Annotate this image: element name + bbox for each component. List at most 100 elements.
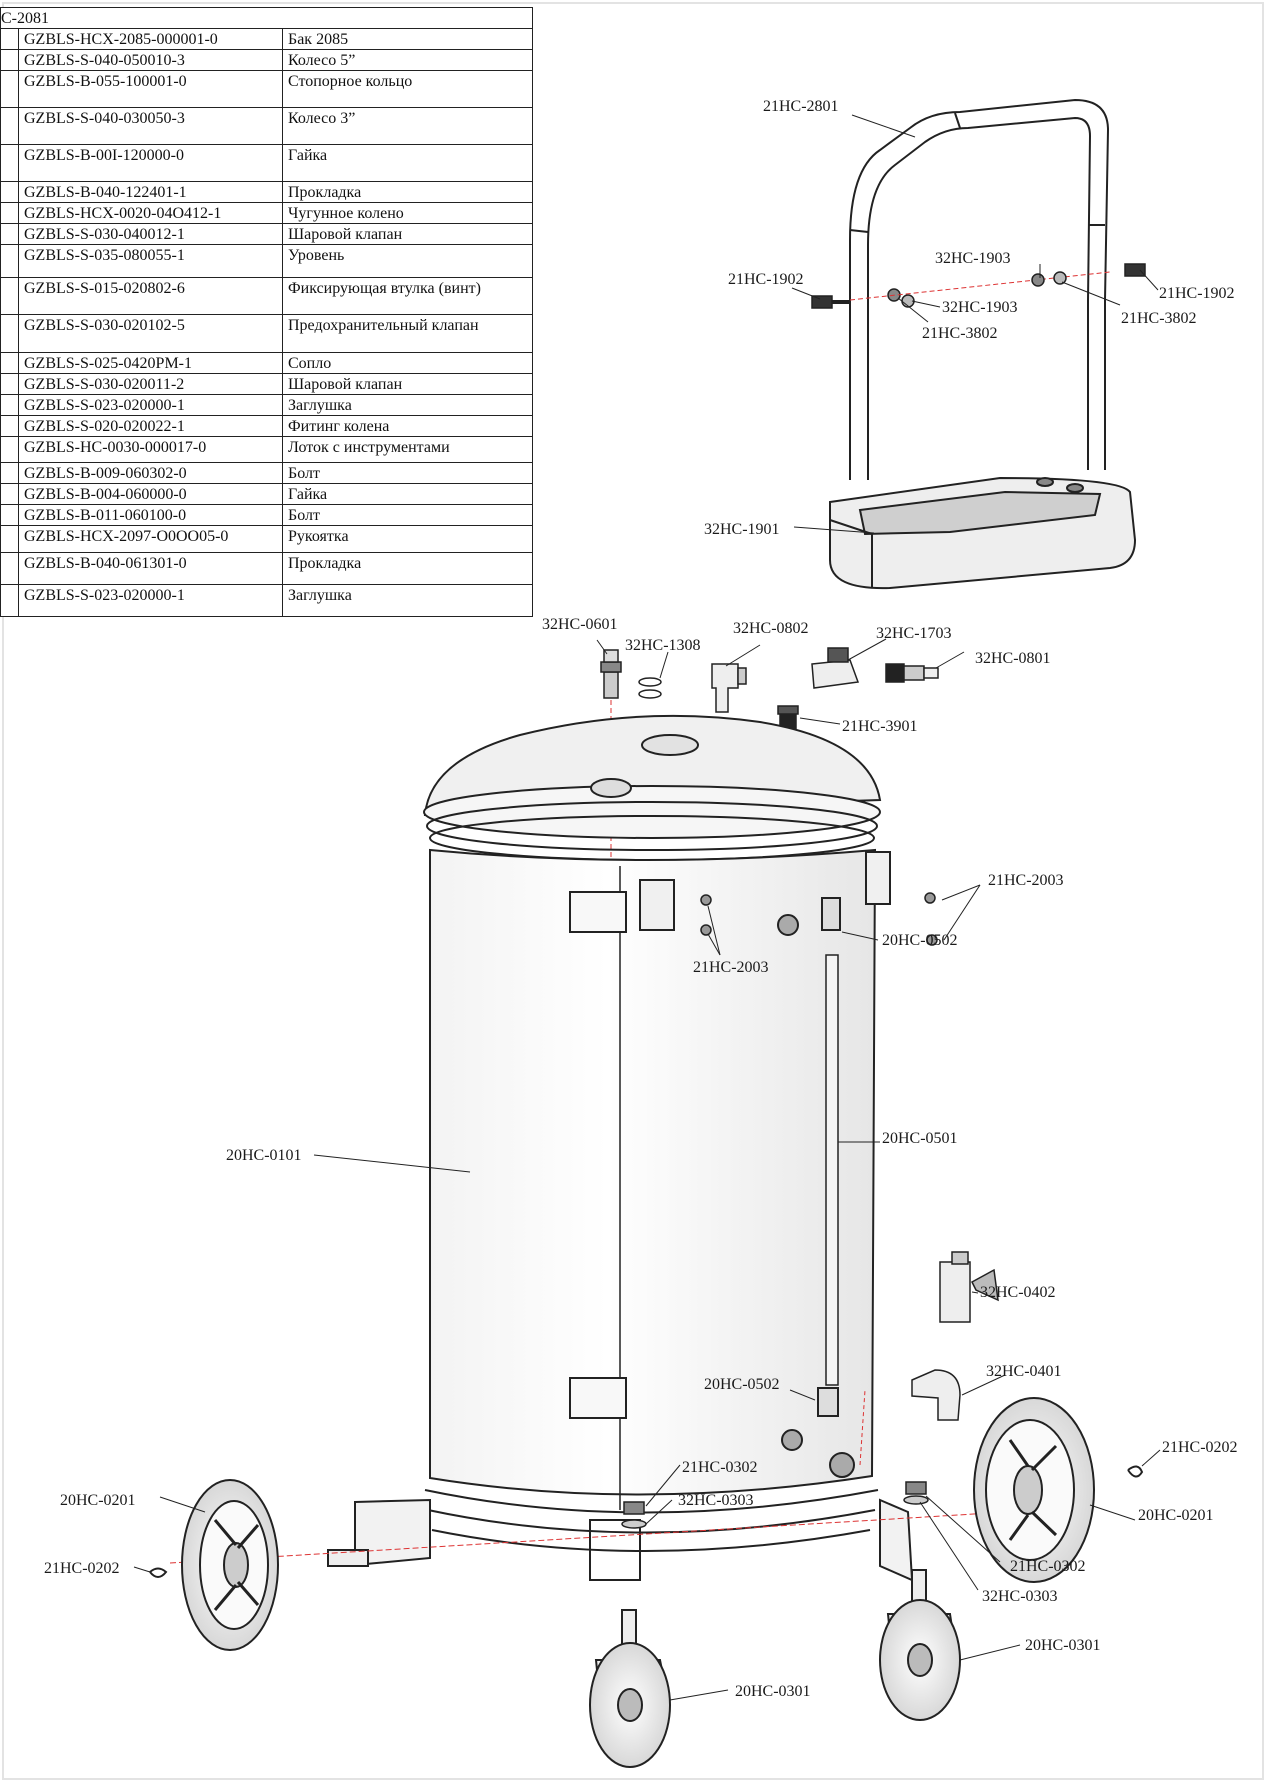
table-cell-code: GZBLS-B-040-061301-0 [18, 552, 283, 585]
table-cell-index [0, 181, 19, 203]
table-cell-index [0, 352, 19, 374]
callout-safety-valve: 32HC-0601 [542, 616, 618, 633]
wheel-left-drawing [149, 1479, 279, 1651]
table-cell-index [0, 483, 19, 505]
callout-leaders [133, 114, 1161, 1701]
callout-nut-left: 21HC-0302 [682, 1459, 758, 1476]
table-cell-code: GZBLS-S-020-020022-1 [18, 415, 283, 437]
table-cell-code: GZBLS-S-030-020011-2 [18, 373, 283, 395]
table-cell-name: Предохранительный клапан [282, 314, 533, 353]
callout-spacer-left: 21HC-3802 [922, 325, 998, 342]
table-cell-name: Уровень [282, 244, 533, 278]
nuts-gaskets-drawing [621, 892, 938, 1529]
callout-plug-top: 21HC-3901 [842, 718, 918, 735]
table-cell-code: GZBLS-HCX-2097-O0OO05-0 [18, 525, 283, 553]
table-cell-code: GZBLS-S-023-020000-1 [18, 394, 283, 416]
table-cell-index [0, 504, 19, 526]
wheel-right-drawing [973, 1397, 1144, 1583]
callout-elbow-fitting-bottom: 20HC-0502 [704, 1376, 780, 1393]
table-cell-code: GZBLS-B-00I-120000-0 [18, 144, 283, 182]
tool-tray-drawing [829, 476, 1137, 590]
table-cell-name: Заглушка [282, 584, 533, 617]
table-cell-name: Сопло [282, 352, 533, 374]
table-cell-code: GZBLS-S-030-020102-5 [18, 314, 283, 353]
callout-gasket-left: 32HC-0303 [678, 1492, 754, 1509]
table-cell-name: Лоток с инструментами [282, 436, 533, 463]
callout-wheel-right: 20HC-0201 [1138, 1507, 1214, 1524]
table-cell-code: GZBLS-S-030-040012-1 [18, 223, 283, 245]
callout-gasket-right: 32HC-0303 [982, 1588, 1058, 1605]
top-fittings-drawing [600, 647, 939, 860]
callout-bolts-middle: 21HC-2003 [693, 959, 769, 976]
callout-caster-front: 20HC-0301 [735, 1683, 811, 1700]
table-cell-code: GZBLS-B-009-060302-0 [18, 462, 283, 484]
callout-ring-right: 21HC-0202 [1162, 1439, 1238, 1456]
table-cell-name: Фитинг колена [282, 415, 533, 437]
caster-front-drawing [589, 1609, 671, 1768]
callout-elbow-top: 32HC-0802 [733, 620, 809, 637]
table-title: C-2081 [0, 7, 533, 29]
table-cell-code: GZBLS-B-011-060100-0 [18, 504, 283, 526]
callout-washer-left: 32HC-1903 [942, 299, 1018, 316]
table-cell-index [0, 373, 19, 395]
table-cell-name: Гайка [282, 144, 533, 182]
table-cell-index [0, 277, 19, 315]
table-cell-code: GZBLS-B-055-100001-0 [18, 70, 283, 108]
table-cell-index [0, 525, 19, 553]
callout-caster-right: 20HC-0301 [1025, 1637, 1101, 1654]
table-cell-name: Прокладка [282, 552, 533, 585]
table-cell-name: Шаровой клапан [282, 223, 533, 245]
table-cell-name: Бак 2085 [282, 28, 533, 50]
callout-bolt-left: 21HC-1902 [728, 271, 804, 288]
callout-tank: 20HC-0101 [226, 1147, 302, 1164]
table-cell-code: GZBLS-S-023-020000-1 [18, 584, 283, 617]
table-cell-index [0, 70, 19, 108]
table-cell-index [0, 107, 19, 145]
callout-tray: 32HC-1901 [704, 521, 780, 538]
callout-spacer-right: 21HC-3802 [1121, 310, 1197, 327]
table-cell-name: Колесо 3” [282, 107, 533, 145]
table-cell-index [0, 202, 19, 224]
table-cell-index [0, 436, 19, 463]
callout-wheel-left: 20HC-0201 [60, 1492, 136, 1509]
callout-handle: 21HC-2801 [763, 98, 839, 115]
callout-nut-right: 21HC-0302 [1010, 1558, 1086, 1575]
callout-washer-right: 32HC-1903 [935, 250, 1011, 267]
table-cell-name: Прокладка [282, 181, 533, 203]
callout-nozzle: 32HC-0801 [975, 650, 1051, 667]
table-cell-code: GZBLS-B-040-122401-1 [18, 181, 283, 203]
table-cell-index [0, 28, 19, 50]
table-cell-name: Колесо 5” [282, 49, 533, 71]
tank-drawing [423, 714, 891, 1552]
table-cell-index [0, 314, 19, 353]
table-cell-name: Болт [282, 462, 533, 484]
callout-level-tube: 20HC-0501 [882, 1130, 958, 1147]
table-header-row: C-2081 [0, 7, 533, 29]
callout-ball-valve-top: 32HC-1703 [876, 625, 952, 642]
table-cell-name: Рукоятка [282, 525, 533, 553]
table-cell-code: GZBLS-S-015-020802-6 [18, 277, 283, 315]
table-cell-code: GZBLS-S-035-080055-1 [18, 244, 283, 278]
table-cell-code: GZBLS-HCX-0020-04O412-1 [18, 202, 283, 224]
table-cell-index [0, 552, 19, 585]
